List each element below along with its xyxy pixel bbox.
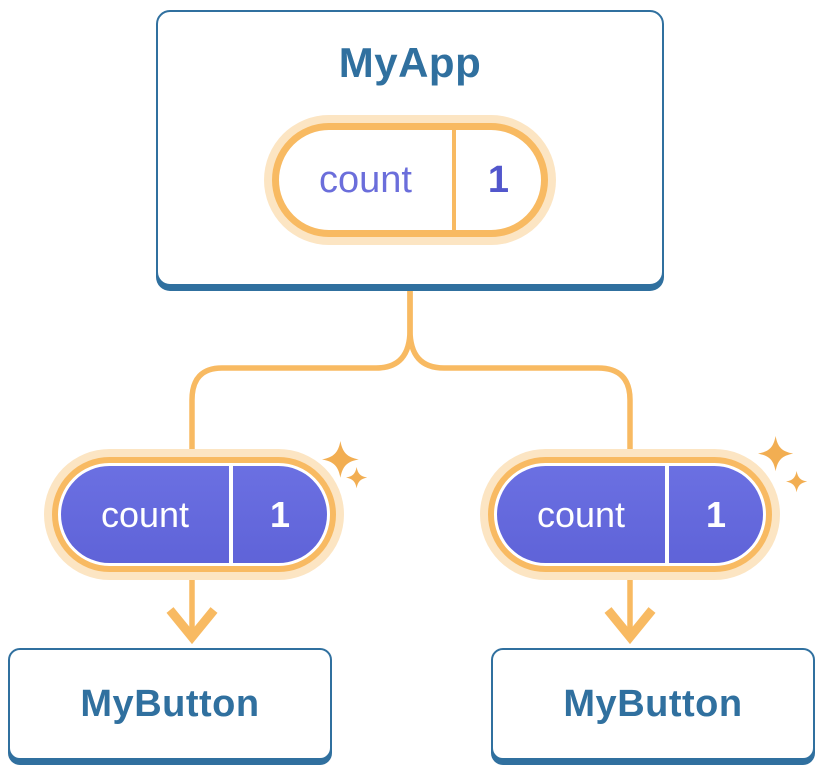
- arrow-down-left-icon: [166, 607, 218, 645]
- component-name: MyApp: [338, 39, 482, 86]
- state-name-label: count: [319, 158, 412, 201]
- prop-value: 1: [269, 493, 291, 535]
- pill-divider: [229, 466, 233, 563]
- arrow-down-right-icon: [604, 607, 656, 645]
- pill-divider: [452, 130, 456, 230]
- prop-pill-left: count 1: [44, 449, 344, 580]
- child-component-card-left: MyButton: [8, 648, 332, 760]
- component-name: MyButton: [563, 682, 743, 725]
- root-component-card: MyApp count 1: [156, 10, 664, 286]
- prop-value: 1: [705, 493, 727, 535]
- child-component-card-right: MyButton: [491, 648, 815, 760]
- prop-pill-right: count 1: [480, 449, 780, 580]
- state-pill: count 1: [264, 115, 556, 245]
- connector-right-branch: [407, 288, 633, 455]
- component-name: MyButton: [80, 682, 260, 725]
- prop-name-label: count: [100, 493, 190, 535]
- connector-left-branch: [189, 288, 413, 455]
- state-value: 1: [487, 158, 510, 201]
- prop-name-label: count: [536, 493, 626, 535]
- pill-divider: [665, 466, 669, 563]
